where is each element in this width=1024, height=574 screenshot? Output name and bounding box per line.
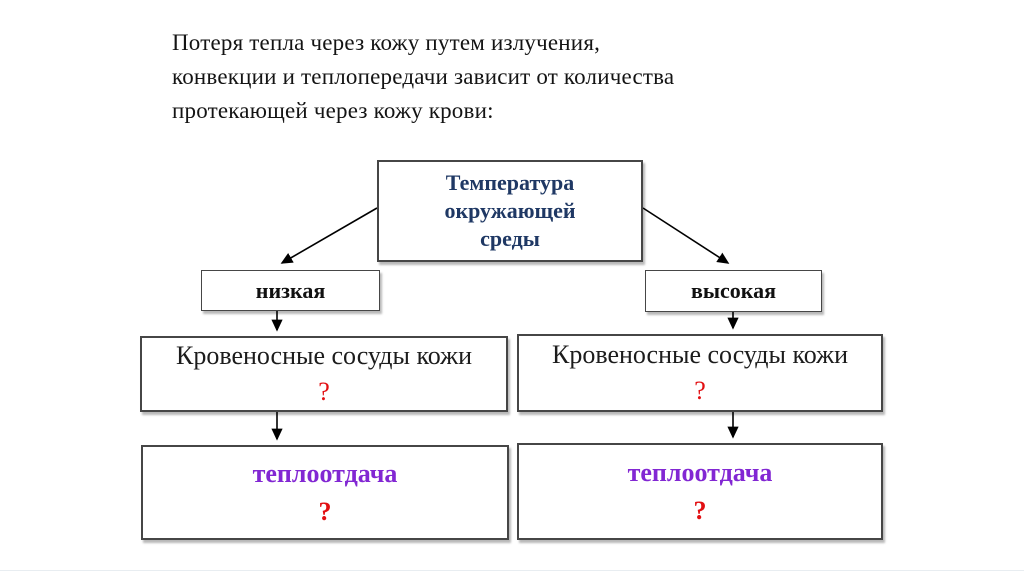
node-heat-output-high: теплоотдача ? [517,443,883,540]
node-heat-output-low-label: теплоотдача [252,458,398,488]
slide-title-line-3: протекающей через кожу крови: [172,98,494,123]
arrow-root-to-high [642,207,730,264]
node-ambient-temperature-line-2: окружающей [444,198,576,223]
node-skin-vessels-high-question: ? [694,376,706,405]
node-skin-vessels-high: Кровеносные сосуды кожи ? [517,334,883,412]
node-ambient-temperature-line-1: Температура [445,170,575,195]
node-skin-vessels-low-question: ? [318,377,330,406]
slide-title: Потеря тепла через кожу путем излучения,… [172,26,852,128]
node-ambient-temperature: Температура окружающей среды [377,160,643,262]
node-heat-output-low: теплоотдача ? [141,445,509,540]
node-heat-output-high-question: ? [693,495,707,525]
slide-bottom-edge [0,570,1024,571]
node-heat-output-low-question: ? [318,496,332,526]
node-temp-low: низкая [201,270,380,311]
node-skin-vessels-low: Кровеносные сосуды кожи ? [140,336,508,412]
node-temp-low-label: низкая [255,277,326,303]
node-skin-vessels-low-label: Кровеносные сосуды кожи [175,341,473,370]
node-heat-output-high-label: теплоотдача [627,457,773,487]
node-temp-high-label: высокая [690,278,777,303]
slide-title-line-2: конвекции и теплопередачи зависит от кол… [172,64,675,89]
node-temp-high: высокая [645,270,822,312]
slide-title-line-1: Потеря тепла через кожу путем излучения, [172,30,601,55]
node-ambient-temperature-line-3: среды [480,226,540,251]
arrow-root-to-low [280,207,378,264]
node-skin-vessels-high-label: Кровеносные сосуды кожи [551,340,849,369]
